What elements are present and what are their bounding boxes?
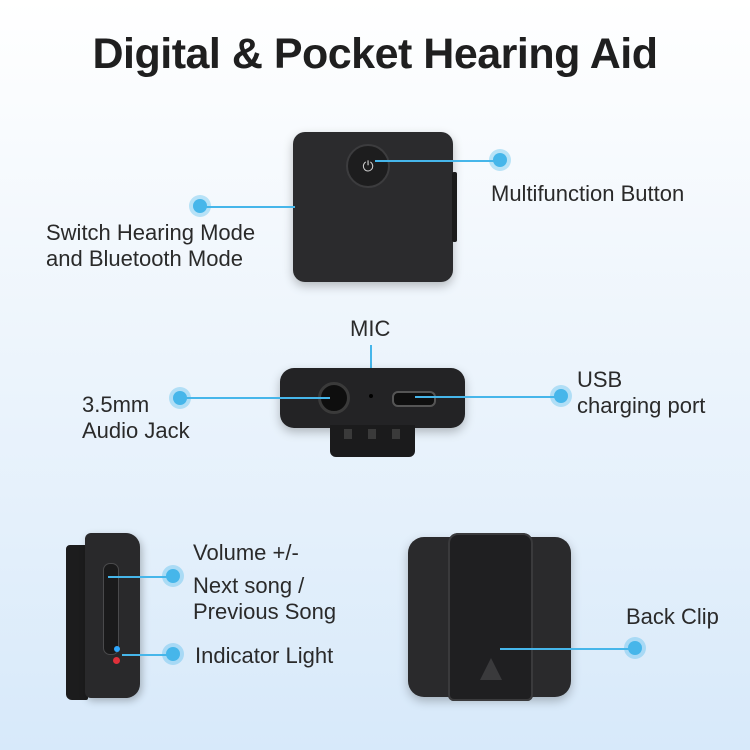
callout-line-back-clip [500, 648, 635, 650]
clip-tooth [392, 429, 400, 439]
device-front-image: ⏻ [293, 132, 457, 282]
device-side-clip [66, 545, 88, 700]
device-back-image [408, 533, 571, 701]
label-usb-2: charging port [577, 393, 706, 418]
label-mic: MIC [350, 316, 391, 341]
clip-tooth [344, 429, 352, 439]
callout-dot-usb [554, 389, 568, 403]
callout-dot-indicator [166, 647, 180, 661]
page-title: Digital & Pocket Hearing Aid [92, 30, 658, 78]
mic-hole [369, 394, 373, 398]
label-multifunction-button: Multifunction Button [491, 181, 685, 206]
callout-dot-switch-mode [193, 199, 207, 213]
label-back-clip: Back Clip [626, 604, 719, 629]
indicator-led-red [113, 657, 120, 664]
callout-line-usb [415, 396, 560, 398]
callout-line-switch-mode [200, 206, 295, 208]
side-switch [452, 172, 457, 242]
device-side-image [85, 533, 140, 698]
label-audio-jack-2: Audio Jack [82, 418, 190, 443]
label-usb-1: USB [577, 367, 623, 392]
power-icon: ⏻ [346, 144, 390, 188]
callout-dot-back-clip [628, 641, 642, 655]
callout-line-volume [108, 576, 174, 578]
callout-line-audio-jack [180, 397, 330, 399]
label-volume: Volume +/- [193, 540, 299, 565]
indicator-led-blue [114, 646, 120, 652]
volume-rocker [103, 563, 119, 655]
label-switch-mode-2: and Bluetooth Mode [46, 246, 243, 271]
usb-port [392, 391, 436, 407]
callout-dot-volume [166, 569, 180, 583]
callout-dot-multifunction [493, 153, 507, 167]
label-audio-jack-1: 3.5mm [82, 392, 150, 417]
callout-line-indicator [122, 654, 174, 656]
label-indicator-light: Indicator Light [195, 643, 334, 668]
label-next-song-1: Next song / [193, 573, 305, 598]
clip-tooth [368, 429, 376, 439]
device-clip-base [330, 425, 415, 457]
back-clip-part [448, 533, 533, 701]
grip-triangle-icon [480, 658, 502, 680]
label-switch-mode-1: Switch Hearing Mode [46, 220, 256, 245]
label-next-song-2: Previous Song [193, 599, 337, 624]
callout-line-multifunction [375, 160, 500, 162]
